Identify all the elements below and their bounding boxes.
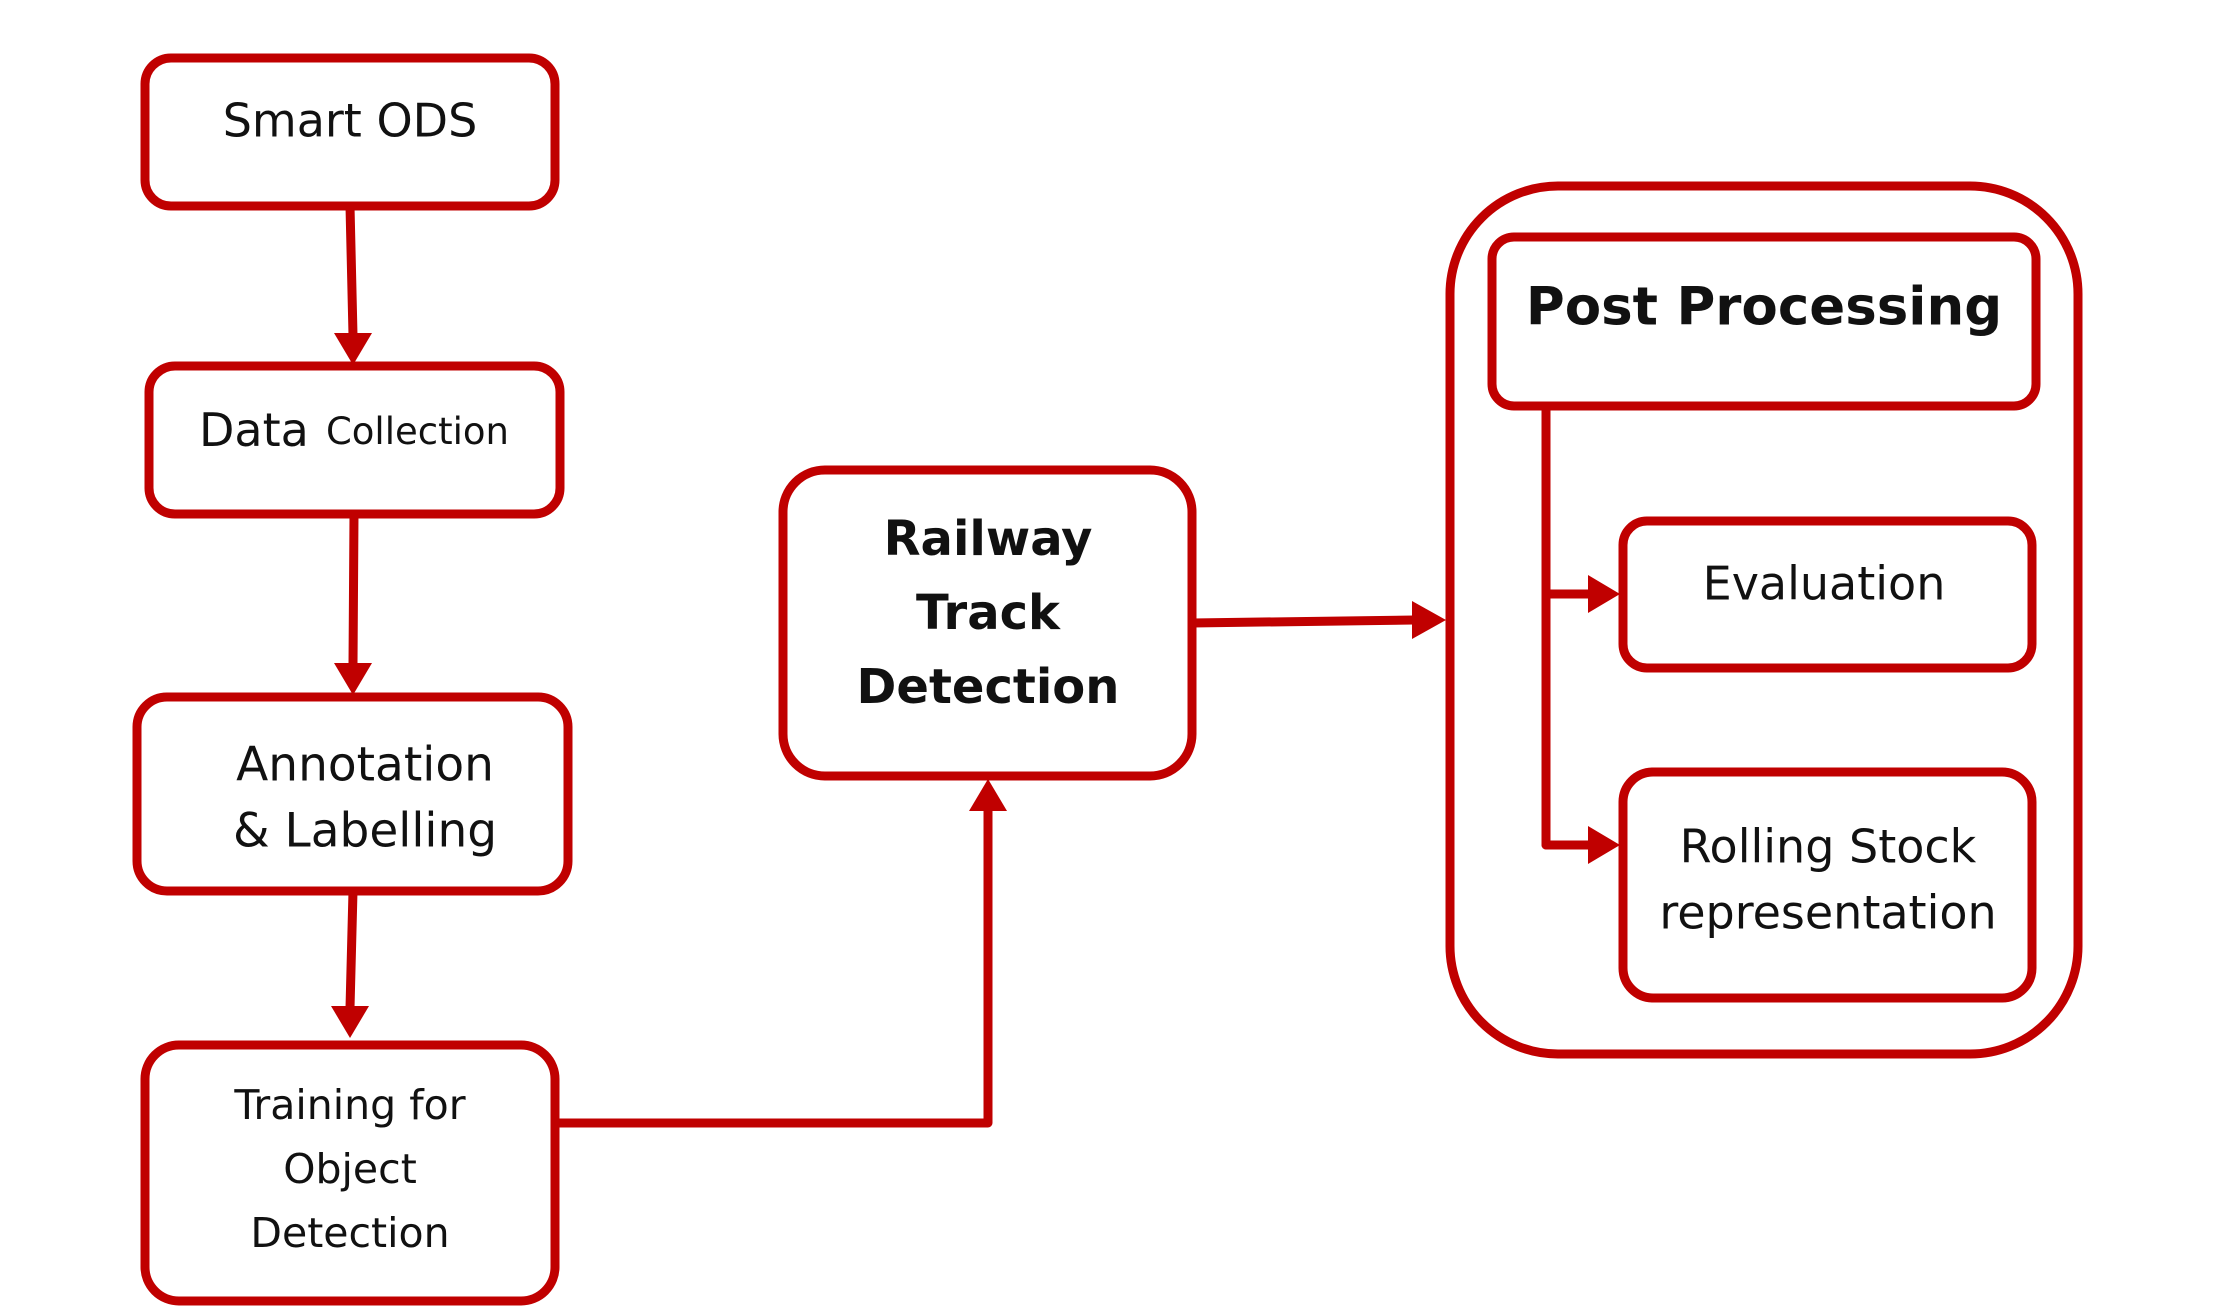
training-node: [140, 1040, 560, 1306]
training-label-line-3: Detection: [250, 1209, 449, 1257]
arrowhead-annotation-to-training: [331, 1006, 369, 1038]
railway-label-line-1: Railway: [884, 511, 1093, 567]
annotation-label-line-2: & Labelling: [233, 804, 497, 859]
data-collection-label-main: Data: [199, 403, 309, 457]
railway-label-line-3: Detection: [857, 659, 1120, 715]
smart-ods-label: Smart ODS: [223, 94, 478, 148]
arrowhead-smart-ods-to-data-collection: [334, 333, 372, 365]
arrow-smart-ods-to-data-collection: [345, 201, 358, 340]
arrowhead-training-to-railway: [969, 779, 1007, 811]
annotation-label-line-1: Annotation: [236, 738, 494, 793]
rolling-stock-label-line-2: representation: [1659, 886, 1996, 940]
arrowhead-railway-to-post-processing: [1412, 601, 1446, 639]
rolling-stock-node: [1618, 767, 2037, 1003]
arrowhead-data-collection-to-annotation: [334, 663, 372, 695]
training-label-line-2: Object: [283, 1145, 417, 1193]
arrow-data-collection-to-annotation: [348, 509, 359, 670]
rolling-stock-label-line-1: Rolling Stock: [1680, 820, 1977, 874]
arrow-railway-to-post-processing: [1187, 615, 1419, 628]
arrowhead-to-rolling-stock: [1588, 826, 1620, 864]
arrow-annotation-to-training: [345, 886, 358, 1013]
evaluation-node: [1618, 516, 2037, 673]
annotation-node: [132, 692, 573, 896]
training-label-line-1: Training for: [233, 1081, 465, 1129]
railway-label-line-2: Track: [916, 585, 1061, 641]
arrow-training-to-railway: [550, 804, 993, 1128]
data-collection-label-small: Collection: [326, 410, 509, 453]
data-collection-label-wrap: Data Collection: [199, 403, 509, 457]
post-processing-title: Post Processing: [1526, 277, 2002, 338]
post-processing-header-node: [1487, 232, 2041, 411]
arrowhead-to-evaluation: [1588, 575, 1620, 613]
evaluation-label: Evaluation: [1703, 557, 1946, 611]
